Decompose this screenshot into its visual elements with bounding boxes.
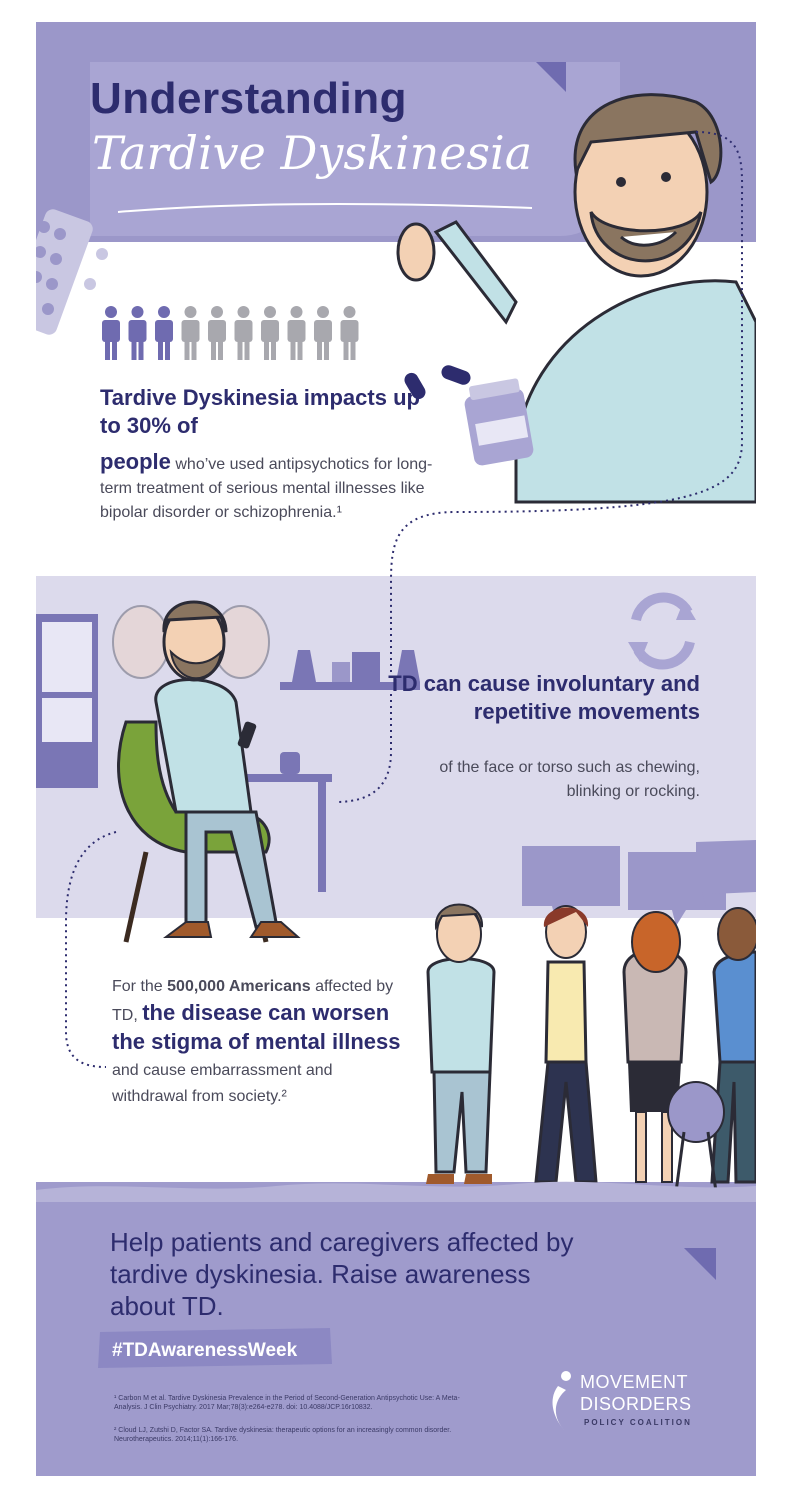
repeat-arrows-icon <box>628 592 696 670</box>
person-icon <box>181 306 200 360</box>
triangle-decoration-icon <box>684 1248 716 1280</box>
stigma-highlight: the disease can worsen the stigma of men… <box>112 1000 401 1054</box>
pill-pack-icon <box>36 209 108 335</box>
prevalence-headline: Tardive Dyskinesia impacts up to 30% of <box>100 384 420 440</box>
grass-divider <box>36 1181 756 1202</box>
person-icon <box>128 306 147 360</box>
illustrations <box>36 62 756 1432</box>
person-icon <box>102 306 120 360</box>
logo-line-3: POLICY COALITION <box>584 1418 692 1427</box>
dotted-path-line <box>65 831 117 1068</box>
triangle-decoration-icon <box>536 62 566 92</box>
infographic: Understanding Tardive Dyskinesia <box>36 22 756 1476</box>
page-subtitle: Tardive Dyskinesia <box>92 126 533 180</box>
person-icon <box>208 306 226 360</box>
window-illustration <box>36 614 98 788</box>
logo-figure-icon <box>552 1371 571 1432</box>
people-row-icon <box>102 306 359 360</box>
person-icon <box>340 306 359 360</box>
pill-bottle-icon <box>404 365 534 466</box>
person-icon <box>155 306 173 360</box>
stigma-middle: affected by TD, <box>112 978 394 1024</box>
shelf-illustration <box>280 650 420 690</box>
person-icon <box>234 306 253 360</box>
footnote-2: ² Cloud LJ, Zutshi D, Factor SA. Tardive… <box>114 1427 452 1443</box>
person-icon <box>314 306 332 360</box>
person-icon <box>287 306 306 360</box>
prevalence-body-text: who’ve used antipsychotics for long-term… <box>100 456 433 521</box>
person-icon <box>261 306 279 360</box>
anxious-man-illustration <box>112 600 301 938</box>
page-title: Understanding <box>90 74 407 123</box>
dotted-path-line <box>390 131 744 622</box>
call-to-action: Help patients and caregivers affected by… <box>110 1227 574 1321</box>
stigma-number: 500,000 Americans <box>167 978 311 995</box>
prevalence-body: people who’ve used antipsychotics for lo… <box>100 450 440 525</box>
man-pointing-illustration <box>396 93 756 504</box>
hashtag: #TDAwarenessWeek <box>112 1340 298 1361</box>
section-call-to-action <box>36 1182 756 1476</box>
lonely-man-illustration <box>426 903 496 1184</box>
group-people-illustration <box>534 905 756 1193</box>
movements-body: of the face or torso such as chewing, bl… <box>439 759 700 800</box>
logo-line-1: MOVEMENT <box>580 1372 689 1392</box>
hashtag-band <box>98 1328 332 1368</box>
footnote-1: ¹ Carbon M et al. Tardive Dyskinesia Pre… <box>114 1395 460 1411</box>
prevalence-headline-text: Tardive Dyskinesia impacts up to 30% of <box>100 385 420 438</box>
movement-disorders-logo: MOVEMENT DISORDERS POLICY COALITION <box>552 1368 742 1448</box>
stigma-paragraph: For the 500,000 Americans affected by TD… <box>112 974 412 1110</box>
title-underline-icon <box>117 202 533 213</box>
movements-headline: TD can cause involuntary and repetitive … <box>388 671 700 724</box>
stigma-intro: For the <box>112 978 163 995</box>
prevalence-headline-end: people <box>100 449 171 474</box>
logo-line-2: DISORDERS <box>580 1394 692 1414</box>
speech-bubbles-icon <box>522 840 756 926</box>
table-illustration <box>236 752 332 892</box>
stigma-end: and cause embarrassment and withdrawal f… <box>112 1062 333 1105</box>
